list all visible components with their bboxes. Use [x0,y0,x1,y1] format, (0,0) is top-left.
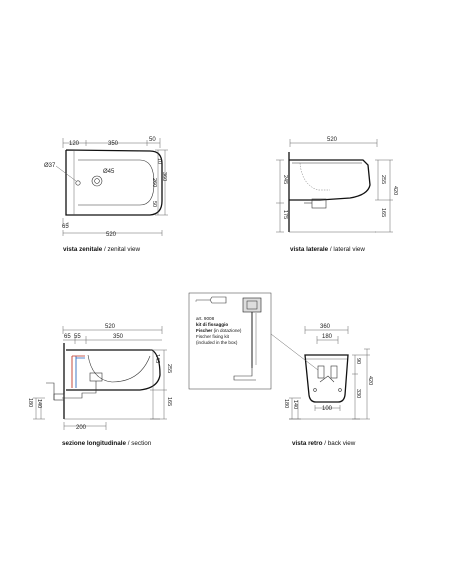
caption-main: vista retro [292,440,323,447]
dim-180: 180 [27,398,33,407]
kit-line4: (included in the box) [196,340,238,345]
caption-main: vista zenitale [63,246,103,253]
bidet-section-outline [66,349,161,391]
caption-back-view: vista retro / back view [292,440,356,447]
dim-350: 350 [108,141,119,147]
dim-260: 260 [151,178,157,187]
trap [311,198,327,209]
caption-sub: / zenital view [104,246,140,253]
bracket [242,297,262,313]
dim-50b: 50 [151,201,157,207]
dim-10: 10 [156,158,162,164]
caption-main: vista laterale [290,246,329,253]
kit-line2-wrap: Fischer (in dotazione) [196,328,242,333]
inlet-guide [319,375,335,383]
dim-255: 255 [380,175,386,184]
kit-art: art. 9008 [196,316,215,321]
zenital-view: 120 350 50 Ø37 Ø45 10 260 360 50 65 520 … [44,137,168,253]
left-slot [317,365,325,379]
dim-420: 420 [367,376,373,385]
dim-420: 420 [392,186,398,195]
kit-line3: Fischer fixing kit [196,334,230,339]
dim-d37: Ø37 [44,163,56,169]
dim-180b: 180 [283,399,289,408]
l-bolt [233,366,256,381]
caption-sub: / lateral view [330,246,365,253]
section-view: 520 65 55 350 145 255 165 [27,324,172,447]
lateral-view: 520 245 175 255 420 165 vista laterale /… [276,137,398,253]
dim-d45: Ø45 [103,169,115,175]
right-slot [330,365,338,379]
kit-line1: kit di fissaggio [196,322,228,327]
caption-sub: / back view [324,440,356,447]
dim-140: 140 [292,400,298,409]
dim-50: 50 [149,137,156,143]
drain-outlet [53,393,65,401]
dim-360: 360 [161,172,167,181]
dim-200: 200 [76,425,87,431]
caption-section: sezione longitudinale / section [62,440,152,447]
dim-520: 520 [105,324,116,330]
caption-sub: / section [128,440,152,447]
bowl-section [87,354,151,383]
fixing-hole [75,180,81,186]
back-view: 360 180 90 330 420 180 140 [270,324,373,447]
supply-stub [46,382,55,400]
dim-330: 330 [355,389,361,398]
dim-255: 255 [166,364,172,373]
dim-245: 245 [282,175,288,184]
dim-360: 360 [320,324,331,330]
dim-65: 65 [64,334,71,340]
bidet-top-outline [65,149,163,216]
dim-55: 55 [74,334,81,340]
fixing-kit-box: art. 9008 kit di fissaggio Fischer (in d… [188,292,272,390]
dim-165: 165 [380,208,386,217]
wall-plug [196,296,227,304]
drain-pipe [62,381,97,399]
dim-165: 165 [166,397,172,406]
bidet-back-outline [304,354,349,403]
caption-zenital-view: vista zenitale / zenital view [63,246,140,253]
kit-line2: Fischer [196,328,213,333]
dim-65: 65 [62,224,69,230]
dim-90: 90 [355,358,361,364]
dim-180: 180 [322,334,333,340]
bidet-side-outline [289,159,371,201]
dim-350: 350 [113,334,124,340]
dim-520: 520 [327,137,338,143]
bowl-outline [78,159,155,206]
dim-145: 145 [154,354,160,363]
drain-hidden [299,162,330,191]
dim-140: 140 [36,399,42,408]
tap-hole [91,175,103,187]
caption-main: sezione longitudinale [62,440,127,447]
dim-175: 175 [282,210,288,219]
kit-line2-note: (in dotazione) [214,328,242,333]
dim-520: 520 [106,232,117,238]
dim-120: 120 [69,141,80,147]
caption-lateral-view: vista laterale / lateral view [290,246,365,253]
dim-100: 100 [322,406,333,412]
